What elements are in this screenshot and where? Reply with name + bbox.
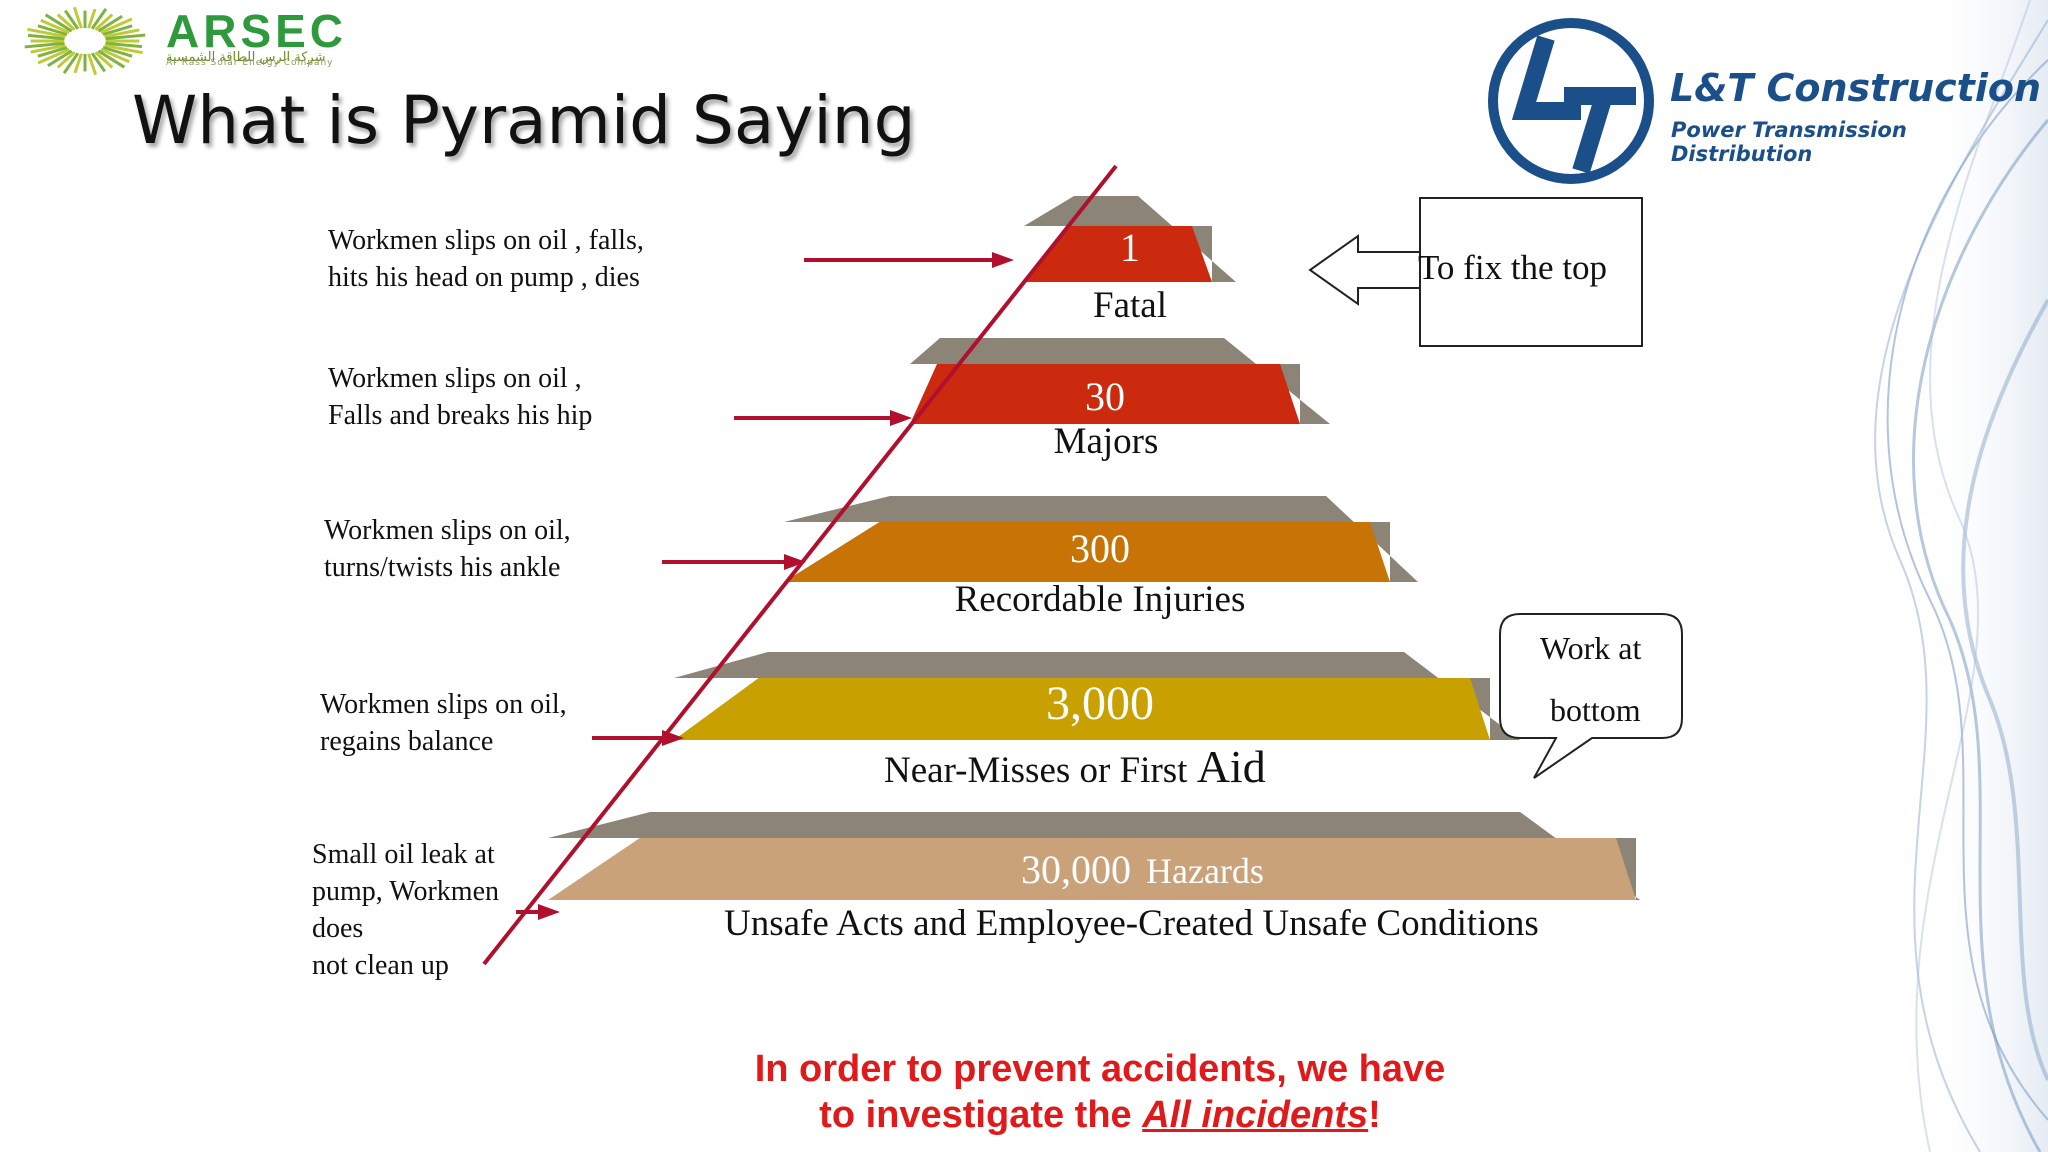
sunburst-ray — [90, 8, 108, 30]
level-3-description: Workmen slips on oil, turns/twists his a… — [324, 515, 571, 583]
tier-5-shadow-face — [548, 812, 1640, 900]
level-2-description: Workmen slips on oil , Falls and breaks … — [328, 363, 593, 431]
sunburst-ray — [37, 47, 70, 65]
all-incidents-emphasis: All incidents — [1142, 1094, 1369, 1136]
level-1-description: Workmen slips on oil , falls, hits his h… — [328, 225, 644, 293]
sunburst-ray — [87, 53, 98, 76]
sunburst-ray — [30, 43, 66, 54]
sunburst-ray — [105, 33, 146, 41]
level-2-count: 30 — [1085, 374, 1125, 419]
sunburst-ray — [87, 8, 97, 29]
tier-2-shadow-face — [910, 338, 1330, 424]
level-3-label: Recordable Injuries — [954, 579, 1246, 620]
sunburst-ray — [24, 41, 65, 49]
arsec-logo-arabic: شركة الرس للطاقة الشمسية — [166, 50, 326, 65]
lt-logo-emblem — [1488, 18, 1654, 184]
tier-3-band — [784, 522, 1390, 582]
level-5-count: 30,000 — [1021, 847, 1131, 892]
level-3-arrowhead — [784, 554, 806, 570]
work-at-bottom-bubble — [1499, 613, 1683, 779]
level-5-count-suffix: Hazards — [1146, 851, 1264, 891]
level-2-label: Majors — [1053, 421, 1159, 462]
sunburst-ray — [27, 33, 65, 41]
level-4-label: Near-Misses or First Aid — [884, 741, 1266, 792]
bottom-message-line1: In order to prevent accidents, we have — [754, 1048, 1446, 1090]
lt-logo-subtitle: Power Transmission Distribution — [1671, 118, 1907, 166]
sunburst-ray — [37, 24, 68, 36]
sunburst-ray — [97, 14, 123, 33]
sunburst-ray — [62, 52, 80, 74]
tier-3-shadow-face — [784, 496, 1418, 582]
bottom-message: In order to prevent accidents, we have t… — [640, 1046, 1560, 1138]
level-4-count: 3,000 — [1046, 677, 1154, 730]
sunburst-ray — [72, 6, 83, 29]
sunburst-ray — [94, 51, 114, 69]
decorative-swirl-background — [1874, 0, 2048, 1152]
sunburst-ray — [104, 43, 143, 55]
sunburst-ray — [27, 27, 66, 39]
tier-4-shadow-face — [674, 652, 1520, 740]
sunburst-ray — [102, 24, 133, 36]
tier-1-band — [1024, 226, 1212, 282]
level-3-count: 300 — [1070, 526, 1130, 571]
work-at-bottom-line1: Work at — [1540, 630, 1642, 666]
level-5-description: Small oil leak at pump, Workmen does not… — [312, 839, 499, 981]
sunburst-ray — [40, 18, 70, 35]
page-title: What is Pyramid Saying — [132, 82, 916, 159]
arsec-logo-text: ARSEC — [166, 5, 348, 57]
bottom-message-line2: to investigate the All incidents! — [819, 1094, 1381, 1136]
sunburst-ray — [94, 13, 114, 31]
level-1-arrowhead — [992, 252, 1014, 268]
sunburst-ray — [102, 46, 133, 58]
causation-diagonal-line — [482, 164, 1118, 966]
level-4-label-emphasis: Aid — [1196, 741, 1266, 792]
to-fix-top-text: To fix the top — [1418, 248, 1608, 287]
level-1-count: 1 — [1120, 225, 1140, 270]
left-block-arrow — [1308, 234, 1421, 306]
sunburst-ray — [100, 47, 130, 64]
sunburst-ray — [90, 52, 106, 73]
sunburst-ray — [56, 51, 76, 69]
level-5-label: Unsafe Acts and Employee-Created Unsafe … — [724, 903, 1539, 944]
tier-2-band — [910, 364, 1300, 424]
level-4-description: Workmen slips on oil, regains balance — [320, 689, 567, 757]
arsec-logo-english: Ar Rass Solar Energy Company — [166, 58, 334, 68]
lt-logo-text: L&T Construction — [1670, 66, 2042, 110]
level-1-label: Fatal — [1093, 285, 1167, 326]
sunburst-ray — [73, 53, 83, 74]
sunburst-ray — [44, 13, 73, 33]
sunburst-ray — [104, 28, 140, 39]
tier-4-band — [674, 678, 1490, 740]
tier-5-band — [548, 838, 1636, 900]
sunburst-ray — [37, 46, 68, 58]
sunburst-ray — [64, 9, 80, 30]
sunburst-ray — [105, 41, 143, 49]
sunburst-ray — [47, 49, 73, 68]
arsec-sunburst-logo — [24, 6, 146, 76]
sunburst-ray — [97, 49, 126, 69]
sunburst-ray — [100, 17, 133, 35]
to-fix-top-box — [1419, 197, 1643, 347]
level-5-arrowhead — [538, 904, 560, 920]
sunburst-ray — [56, 13, 76, 31]
work-at-bottom-line2: bottom — [1550, 692, 1641, 728]
level-4-arrowhead — [662, 730, 684, 746]
level-2-arrowhead — [890, 410, 912, 426]
